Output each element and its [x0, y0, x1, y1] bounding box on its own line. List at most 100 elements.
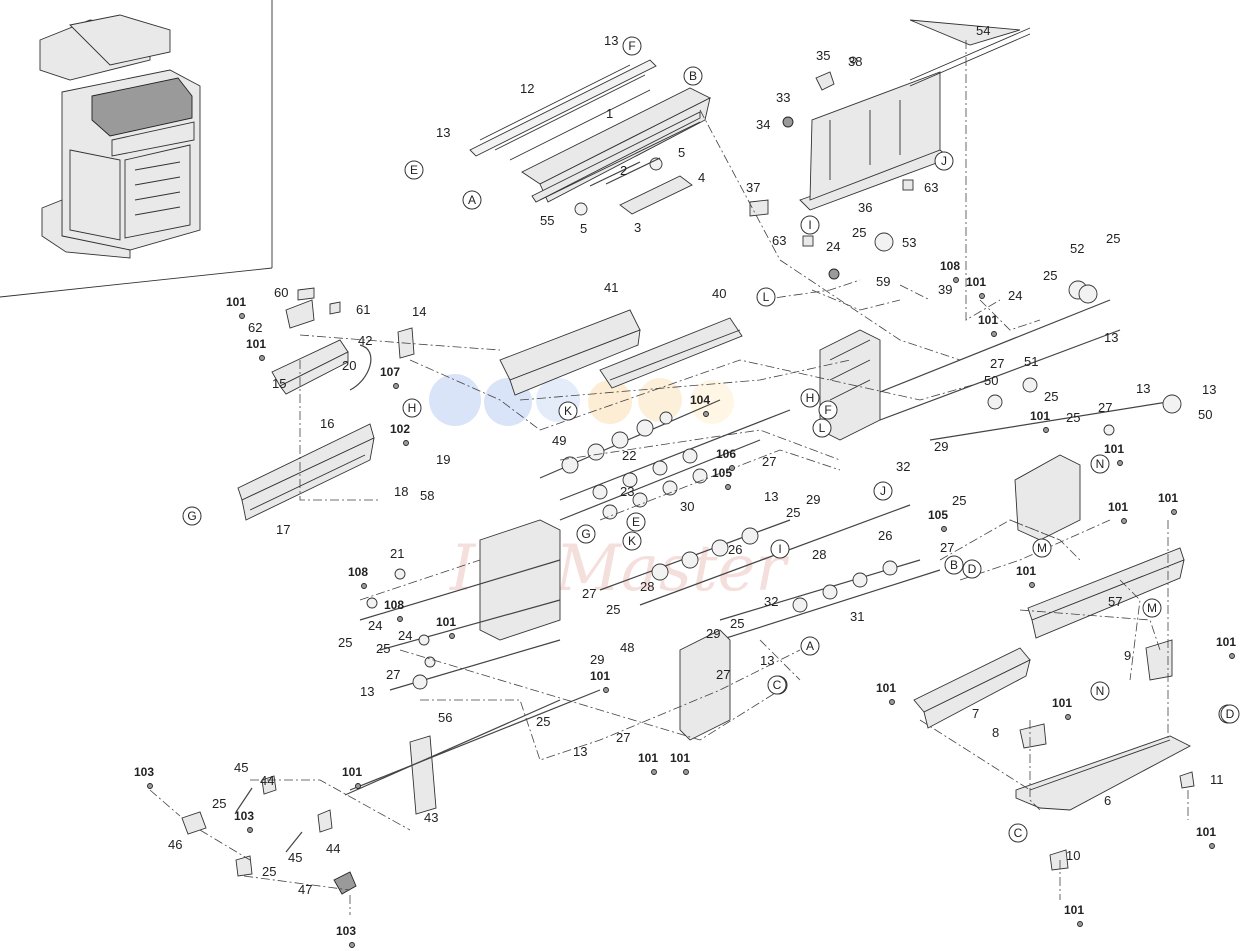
part-number-label: 33 — [776, 90, 790, 105]
screw-number-label: 101 — [966, 275, 986, 289]
part-number-label: 38 — [848, 54, 862, 69]
screw-icon — [651, 769, 657, 775]
callout-circle — [818, 400, 838, 420]
callout-letter: E — [404, 160, 424, 180]
callout-circle — [683, 66, 703, 86]
callout-letter: M — [1142, 598, 1162, 618]
callout-letter-text: E — [632, 515, 640, 529]
screw-number-label: 108 — [940, 259, 960, 273]
part-number-label: 24 — [826, 239, 840, 254]
part-number-label: 52 — [1070, 241, 1084, 256]
part-number-label: 46 — [168, 837, 182, 852]
screw-number-label: 101 — [670, 751, 690, 765]
part-number-label: 11 — [1210, 772, 1224, 787]
part-number-label: 7 — [972, 706, 979, 721]
part-number-label: 57 — [1108, 594, 1122, 609]
screw-icon — [725, 484, 731, 490]
part-number-label: 9 — [1124, 648, 1131, 663]
callout-letter: C — [1008, 823, 1028, 843]
part-number-label: 2 — [620, 163, 627, 178]
part-number-label: 29 — [590, 652, 604, 667]
callout-letter: M — [1032, 538, 1052, 558]
part-number-label: 20 — [342, 358, 356, 373]
part-number-label: 25 — [1066, 410, 1080, 425]
part-number-label: 25 — [262, 864, 276, 879]
callout-circle — [404, 160, 424, 180]
part-number-label: 3 — [634, 220, 641, 235]
part-number-label: 25 — [212, 796, 226, 811]
part-number-label: 16 — [320, 416, 334, 431]
part-number-label: 59 — [876, 274, 890, 289]
callout-letter-text: M — [1037, 541, 1047, 555]
callout-letter-text: E — [410, 163, 418, 177]
part-number-label: 27 — [582, 586, 596, 601]
screw-number-label: 107 — [380, 365, 400, 379]
screw-icon — [1077, 921, 1083, 927]
screw-icon — [603, 687, 609, 693]
screw-icon — [247, 827, 253, 833]
callout-letter: G — [576, 524, 596, 544]
screw-icon — [393, 383, 399, 389]
screw-number-label: 101 — [1158, 491, 1178, 505]
callout-letter-text: F — [824, 403, 831, 417]
part-number-label: 27 — [386, 667, 400, 682]
callout-letter: L — [812, 418, 832, 438]
part-number-label: 21 — [390, 546, 404, 561]
callout-letter-text: I — [808, 218, 811, 232]
callout-letter: J — [873, 481, 893, 501]
callout-letter: K — [622, 531, 642, 551]
callout-letter-text: B — [689, 69, 697, 83]
part-number-label: 13 — [764, 489, 778, 504]
callout-letter-text: N — [1096, 457, 1105, 471]
callout-circle — [800, 636, 820, 656]
part-number-label: 62 — [248, 320, 262, 335]
callout-letter: I — [770, 539, 790, 559]
part-number-label: 54 — [976, 23, 990, 38]
part-number-label: 29 — [806, 492, 820, 507]
screw-number-label: 106 — [716, 447, 736, 461]
screw-number-label: 104 — [690, 393, 710, 407]
callout-circle — [558, 401, 578, 421]
part-number-label: 24 — [368, 618, 382, 633]
part-number-label: 18 — [394, 484, 408, 499]
callout-letter-text: A — [468, 193, 476, 207]
callout-circle — [1008, 823, 1028, 843]
screw-number-label: 101 — [342, 765, 362, 779]
callout-circle — [1220, 704, 1240, 724]
part-number-label: 13 — [573, 744, 587, 759]
part-number-label: 31 — [850, 609, 864, 624]
part-number-label: 25 — [338, 635, 352, 650]
part-number-label: 25 — [852, 225, 866, 240]
screw-number-label: 101 — [1052, 696, 1072, 710]
screw-number-label: 105 — [928, 508, 948, 522]
part-number-label: 12 — [520, 81, 534, 96]
screw-icon — [703, 411, 709, 417]
screw-icon — [1121, 518, 1127, 524]
screw-icon — [1029, 582, 1035, 588]
part-number-label: 35 — [816, 48, 830, 63]
screw-icon — [259, 355, 265, 361]
part-number-label: 55 — [540, 213, 554, 228]
callout-circle — [622, 36, 642, 56]
part-number-label: 25 — [606, 602, 620, 617]
part-number-label: 42 — [358, 333, 372, 348]
screw-number-label: 102 — [390, 422, 410, 436]
callout-circle — [767, 675, 787, 695]
callout-circle — [626, 512, 646, 532]
screw-icon — [1209, 843, 1215, 849]
part-number-label: 45 — [288, 850, 302, 865]
callout-letter-text: H — [408, 401, 417, 415]
callout-circle — [934, 151, 954, 171]
part-number-label: 15 — [272, 376, 286, 391]
screw-icon — [449, 633, 455, 639]
part-number-label: 45 — [234, 760, 248, 775]
printer-overview-inset — [0, 0, 273, 298]
screw-number-label: 105 — [712, 466, 732, 480]
callout-letter: A — [800, 636, 820, 656]
part-number-label: 30 — [680, 499, 694, 514]
screw-number-label: 101 — [638, 751, 658, 765]
callout-letter: F — [818, 400, 838, 420]
callout-letter-text: G — [187, 509, 196, 523]
